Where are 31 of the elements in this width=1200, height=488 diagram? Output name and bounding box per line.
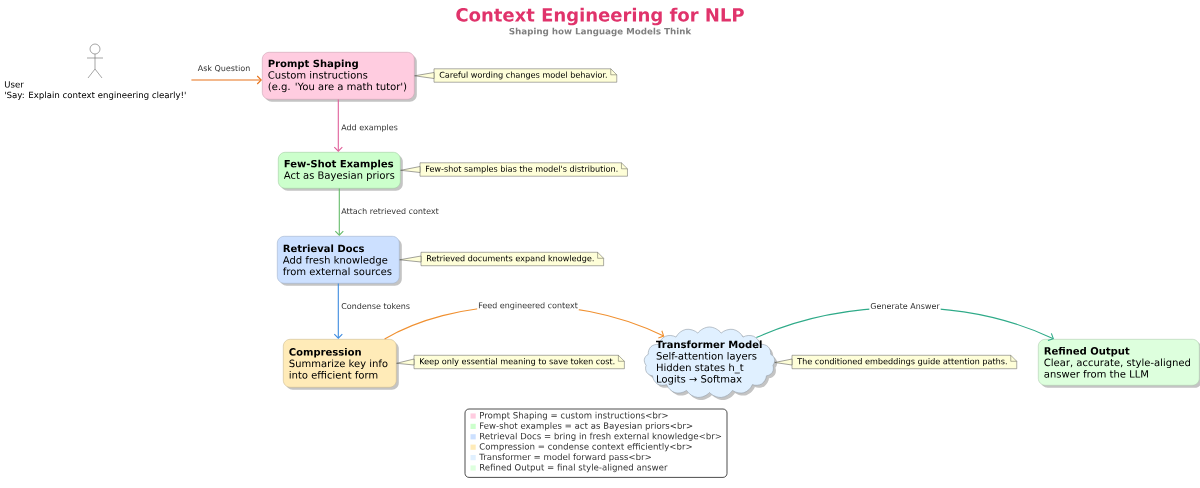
note: Careful wording changes model behavior. bbox=[433, 68, 617, 83]
process-box: Refined Output Clear, accurate, style-aligned answer from the LLM bbox=[1038, 339, 1200, 388]
arrow bbox=[333, 283, 343, 339]
note-connector bbox=[414, 72, 435, 79]
legend-label: Few-shot examples = act as Bayesian priors<br> bbox=[480, 422, 693, 431]
edge-label: Condense tokens bbox=[340, 301, 411, 311]
subtitle: Shaping how Language Models Think bbox=[509, 27, 692, 37]
title: Context Engineering for NLP bbox=[456, 7, 744, 26]
process-box: Retrieval Docs Add fresh knowledge from external sources bbox=[277, 236, 402, 286]
actor-label: User 'Say: Explain context engineering clearly!' bbox=[4, 81, 186, 100]
edge-label: Feed engineered context bbox=[477, 301, 579, 311]
process-box: Prompt Shaping Custom instructions (e.g. 'You are a math tutor') bbox=[262, 52, 417, 102]
edge-label: Ask Question bbox=[196, 63, 252, 74]
legend-label: Retrieval Docs = bring in fresh external knowledge<br> bbox=[480, 432, 722, 441]
note-connector bbox=[396, 358, 415, 366]
arrow bbox=[333, 99, 343, 152]
legend-label: Transformer = model forward pass<br> bbox=[479, 453, 651, 462]
note-connector bbox=[399, 255, 422, 263]
note-connector bbox=[400, 166, 421, 173]
legend-label: Prompt Shaping = custom instructions<br> bbox=[480, 411, 668, 421]
note: Few-shot samples bias the model's distribution. bbox=[419, 162, 628, 177]
note-connector bbox=[774, 358, 793, 366]
arrow bbox=[190, 75, 262, 85]
edge-label: Generate Answer bbox=[869, 302, 941, 311]
edge-label: Attach retrieved context bbox=[340, 206, 440, 216]
edge-label: Add examples bbox=[340, 123, 399, 133]
arrow bbox=[334, 188, 344, 236]
legend-label: Compression = condense context efficiently<br> bbox=[479, 443, 692, 452]
legend-label: Refined Output = final style-aligned answer bbox=[480, 463, 668, 473]
process-box: Compression Summarize key info into efficient form bbox=[283, 339, 399, 390]
process-box: Few-Shot Examples Act as Bayesian priors bbox=[278, 152, 403, 191]
